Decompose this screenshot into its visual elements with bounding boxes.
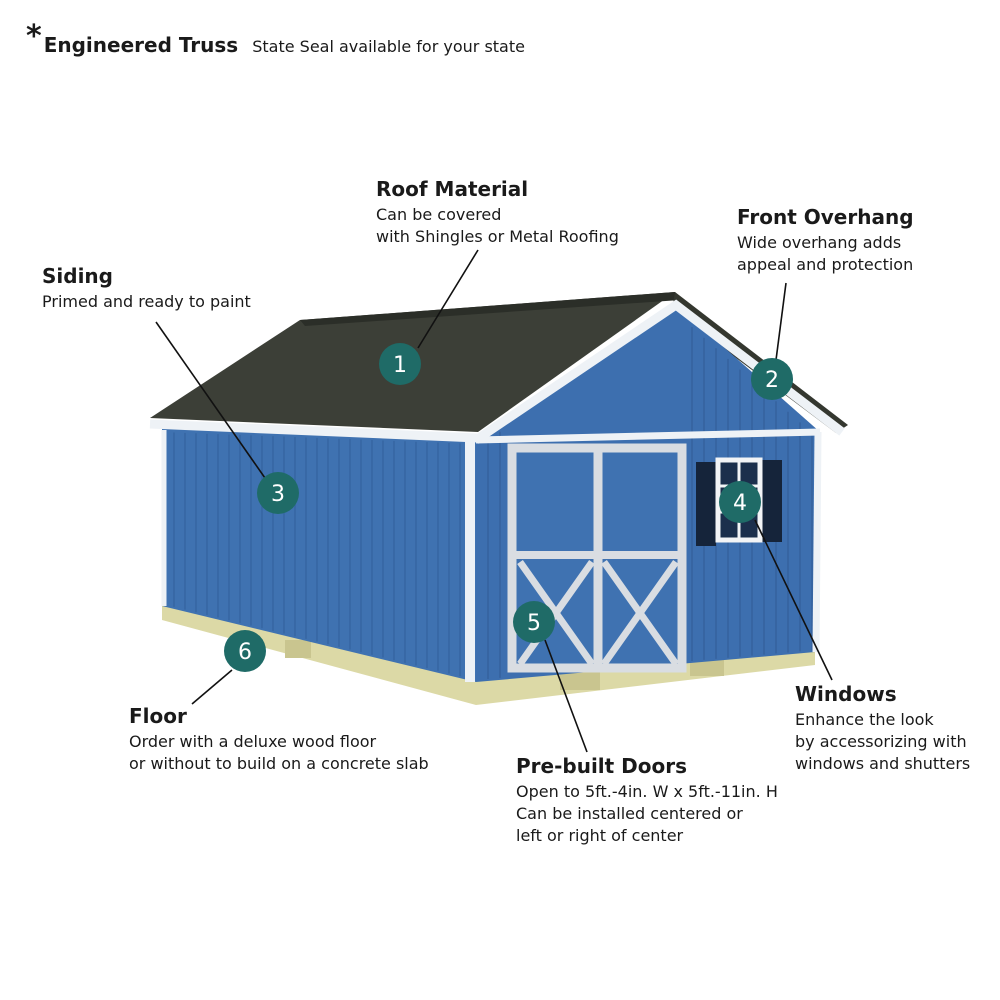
header-trim	[475, 428, 821, 444]
marker-number: 5	[527, 611, 541, 636]
callout-description: windows and shutters	[795, 754, 971, 773]
floor-foundation	[162, 605, 815, 705]
callout-marker-2: 2	[751, 358, 793, 400]
floor-skid	[690, 658, 724, 676]
callout-marker-5: 5	[513, 601, 555, 643]
callout-title: Windows	[795, 682, 897, 706]
leader-line-floor	[191, 669, 233, 705]
leader-line-overhang	[775, 282, 787, 361]
asterisk-mark: *	[26, 19, 42, 54]
eave-trim	[149, 419, 479, 443]
side-wall-siding	[162, 428, 476, 682]
leader-line-doors	[544, 639, 588, 753]
callout-marker-6: 6	[224, 630, 266, 672]
callout-description: Open to 5ft.-4in. W x 5ft.-11in. H	[516, 782, 778, 801]
shutter-left	[696, 462, 716, 546]
callout-title: Pre-built Doors	[516, 754, 688, 778]
callout-siding: Siding Primed and ready to paint	[42, 263, 251, 313]
callout-description: left or right of center	[516, 826, 684, 845]
callout-marker-3: 3	[257, 472, 299, 514]
floor-skid	[285, 640, 311, 658]
callout-description: Enhance the look	[795, 710, 934, 729]
callout-windows: Windows Enhance the look by accessorizin…	[795, 681, 970, 775]
callout-title: Front Overhang	[737, 205, 914, 229]
callout-floor: Floor Order with a deluxe wood floor or …	[129, 703, 429, 775]
floor-skid	[560, 670, 600, 690]
callout-marker-1: 1	[379, 343, 421, 385]
marker-number: 4	[733, 491, 747, 516]
callout-description: with Shingles or Metal Roofing	[376, 227, 619, 246]
callout-title: Siding	[42, 264, 113, 288]
header-note: State Seal available for your state	[252, 37, 525, 56]
leader-line-windows	[754, 519, 833, 681]
corner-trim	[812, 431, 822, 653]
callout-marker-4: 4	[719, 481, 761, 523]
leader-line-siding	[155, 321, 266, 479]
shutter-right	[762, 460, 782, 542]
callout-description: Primed and ready to paint	[42, 292, 251, 311]
callout-description: Wide overhang adds	[737, 233, 902, 252]
callout-description: appeal and protection	[737, 255, 914, 274]
callout-roof-material: Roof Material Can be covered with Shingl…	[376, 176, 619, 248]
header: * Engineered Truss State Seal available …	[26, 22, 525, 58]
marker-number: 3	[271, 482, 285, 507]
marker-number: 1	[393, 353, 407, 378]
leader-line-roof	[417, 249, 479, 349]
callout-title: Roof Material	[376, 177, 529, 201]
callout-description: or without to build on a concrete slab	[129, 754, 429, 773]
callout-description: Can be installed centered or	[516, 804, 743, 823]
roof-ridge	[300, 292, 680, 326]
callout-description: Can be covered	[376, 205, 502, 224]
marker-number: 6	[238, 640, 252, 665]
header-title: Engineered Truss	[43, 33, 239, 57]
callout-description: Order with a deluxe wood floor	[129, 732, 377, 751]
callout-title: Floor	[129, 704, 187, 728]
marker-number: 2	[765, 368, 779, 393]
callout-pre-built-doors: Pre-built Doors Open to 5ft.-4in. W x 5f…	[516, 753, 778, 847]
callout-front-overhang: Front Overhang Wide overhang adds appeal…	[737, 204, 914, 276]
callout-description: by accessorizing with	[795, 732, 967, 751]
